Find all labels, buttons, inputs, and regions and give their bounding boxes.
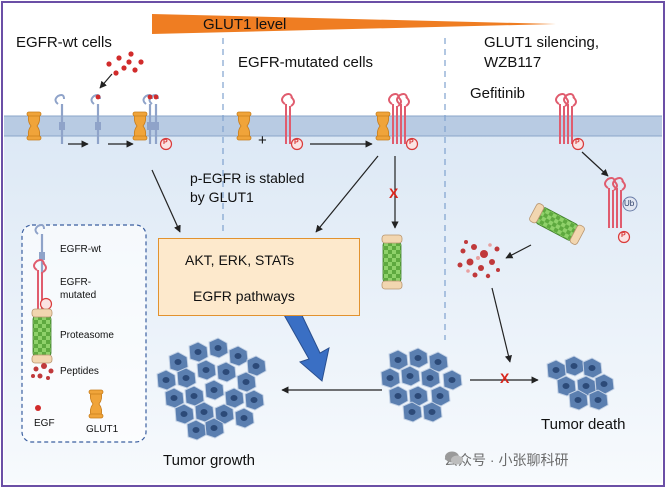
phospho-label-wt: P xyxy=(163,139,168,146)
wt-panel-title: EGFR-wt cells xyxy=(16,34,112,51)
legend-peptides-label: Peptides xyxy=(60,366,99,377)
legend-proteasome-label: Proteasome xyxy=(60,330,114,341)
pathway-box: AKT, ERK, STATs EGFR pathways xyxy=(158,238,360,316)
watermark: 公众号 · 小张聊科研 xyxy=(444,450,568,470)
block-x-mutated: X xyxy=(389,185,399,201)
gefitinib-label: Gefitinib xyxy=(470,85,526,102)
pathway-box-line2: EGFR pathways xyxy=(193,288,295,304)
mutated-panel-title: EGFR-mutated cells xyxy=(238,54,374,71)
legend-egf-symbol xyxy=(35,405,41,411)
wt-membrane-proteins xyxy=(26,93,173,151)
legend-egf-label: EGF xyxy=(34,418,55,429)
phospho-label-silencing: P xyxy=(575,139,580,146)
wechat-icon xyxy=(445,451,463,465)
legend-glut1-label: GLUT1 xyxy=(86,424,119,435)
legend-box xyxy=(21,224,147,443)
cell-membrane xyxy=(4,116,662,136)
phospho-label-ub-receptor: P xyxy=(621,232,626,239)
glut1-level-label: GLUT1 level xyxy=(203,16,287,33)
phospho-label-mut-b: P xyxy=(409,139,414,146)
block-x-death: X xyxy=(500,370,510,386)
stabled-text-line1: p-EGFR is stabled xyxy=(190,170,305,186)
egf-ligands xyxy=(106,51,144,76)
legend-egfr-mutated-label-line2: mutated xyxy=(60,290,97,301)
ubiquitin-label: Ub xyxy=(624,199,635,208)
proteasome-mutated xyxy=(381,234,403,290)
phospho-label-mut-a: P xyxy=(294,139,299,146)
glut1-gradient-wedge xyxy=(152,14,556,34)
silencing-panel-title-line1: GLUT1 silencing, xyxy=(484,34,600,51)
tumor-death-label: Tumor death xyxy=(541,416,626,433)
silencing-panel-title-line2: WZB117 xyxy=(484,54,542,71)
peptides-cluster xyxy=(457,240,500,279)
tumor-growth-label: Tumor growth xyxy=(163,452,255,469)
legend-egfr-wt-label: EGFR-wt xyxy=(60,244,102,255)
watermark-text: 公众号 · 小张聊科研 xyxy=(444,452,569,468)
stabled-text-line2: by GLUT1 xyxy=(190,189,254,205)
ubiquitinated-receptor xyxy=(604,177,638,244)
plus-sign: + xyxy=(258,132,267,149)
pathway-box-line1: AKT, ERK, STATs xyxy=(185,252,295,268)
legend-egfr-mutated-label-line1: EGFR- xyxy=(60,277,92,288)
legend-proteasome-symbol xyxy=(31,308,53,364)
legend-peptides-symbol xyxy=(31,363,54,380)
